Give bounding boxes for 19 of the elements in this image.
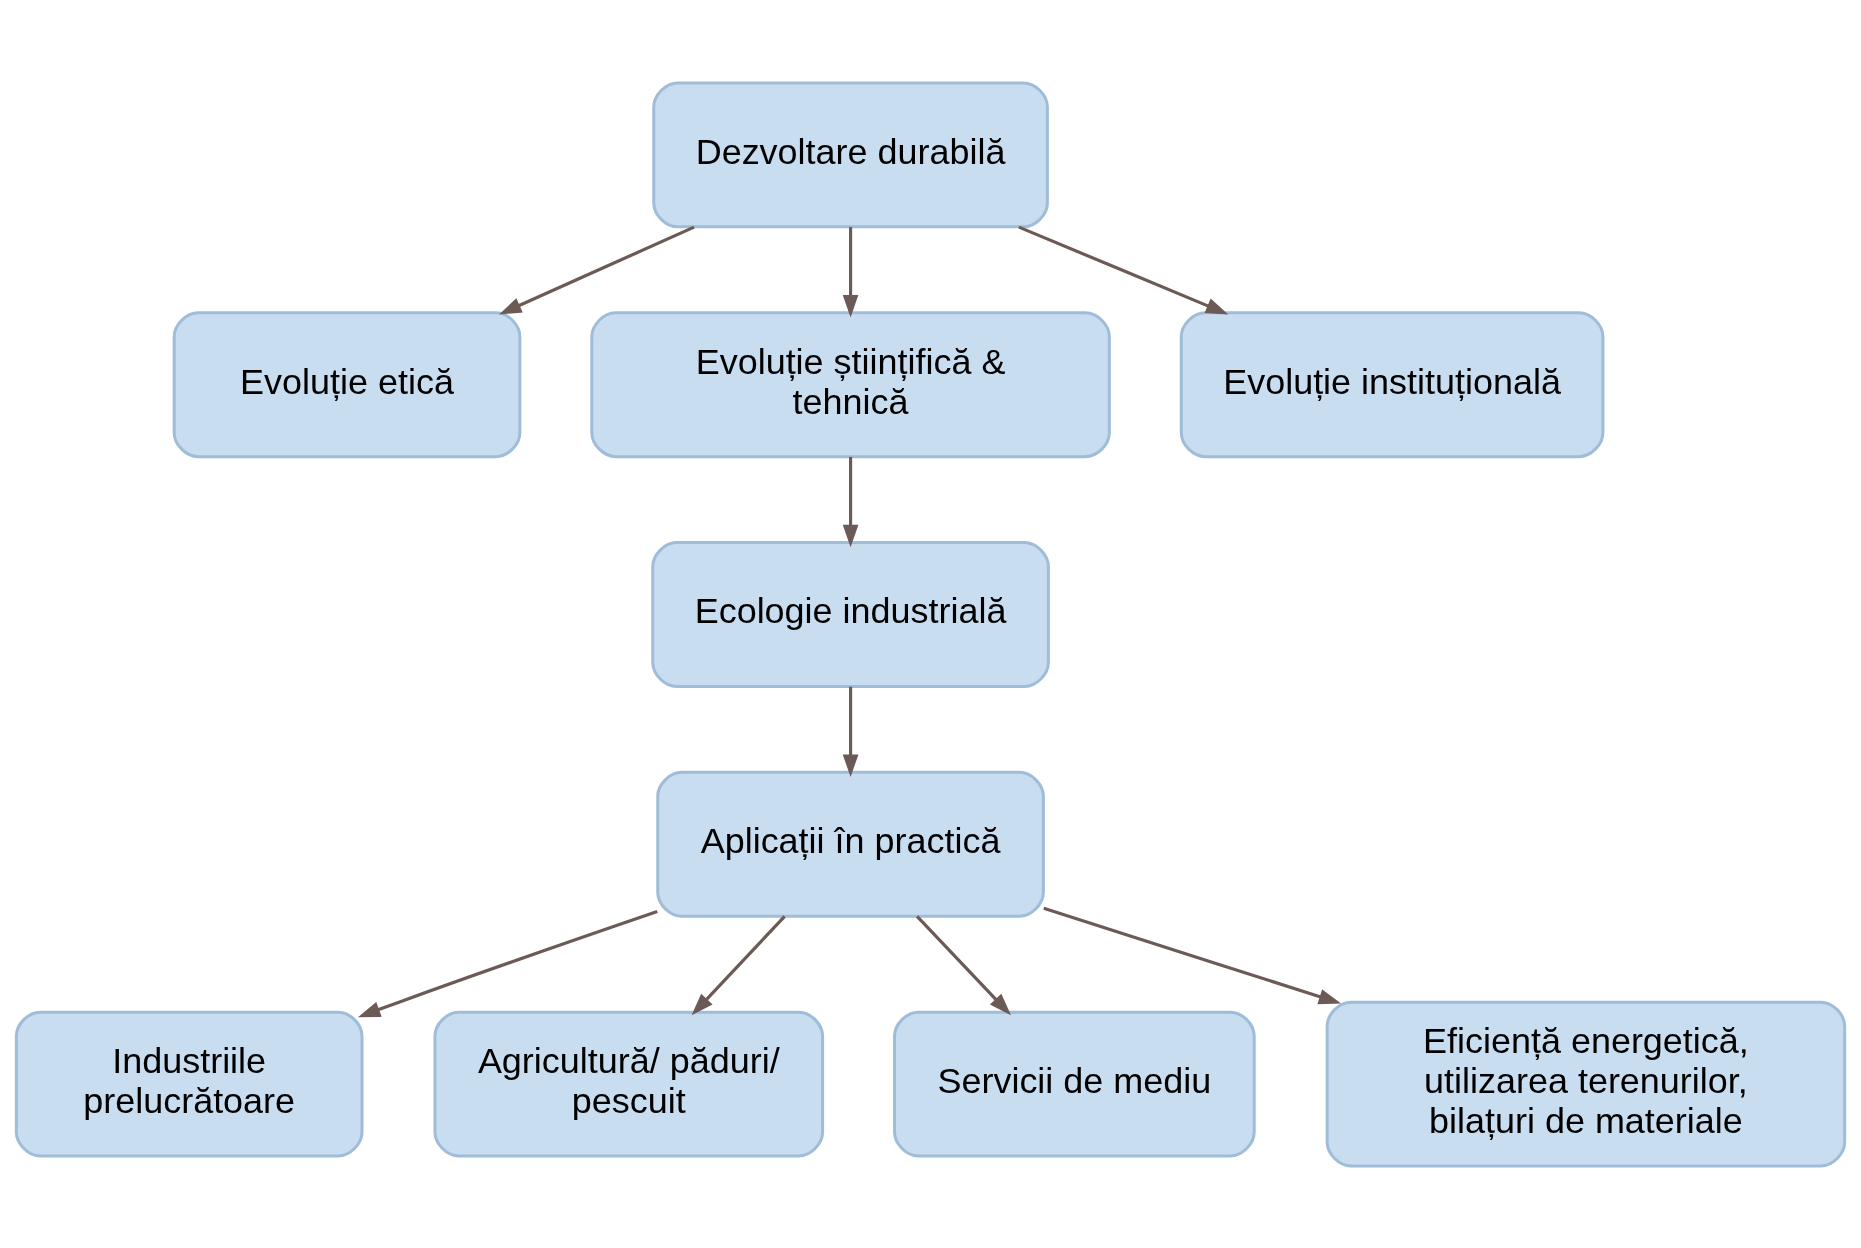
node-box: Evoluție instituțională <box>1179 310 1605 458</box>
arrow <box>915 914 1012 1015</box>
arrow <box>842 456 859 547</box>
arrow <box>1018 225 1229 314</box>
arrow <box>499 225 695 315</box>
node-box: Agricultură/ păduri/ pescuit <box>433 1010 825 1157</box>
arrow <box>357 909 658 1017</box>
arrow <box>1043 906 1342 1004</box>
node-box: Evoluție științifică & tehnică <box>590 310 1111 458</box>
arrow <box>842 686 859 777</box>
node-box: Aplicații în practică <box>656 770 1045 918</box>
arrow <box>842 226 859 317</box>
node-box: Ecologie industrială <box>651 540 1050 688</box>
node-box: Evoluție etică <box>172 310 522 458</box>
node-box: Industriile prelucrătoare <box>14 1010 364 1157</box>
node-box: Eficiență energetică, utilizarea terenurilor, bilațuri de materiale <box>1325 1000 1847 1167</box>
arrow <box>691 914 786 1015</box>
node-box: Servicii de mediu <box>893 1010 1256 1157</box>
node-box: Dezvoltare durabilă <box>652 81 1049 228</box>
